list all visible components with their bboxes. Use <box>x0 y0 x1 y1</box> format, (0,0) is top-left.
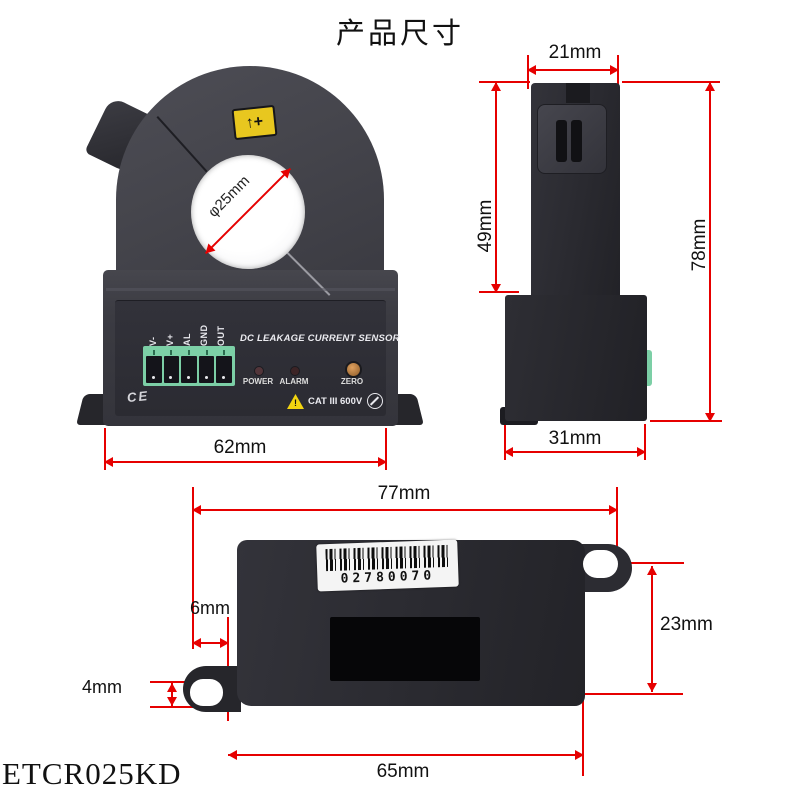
pin-label-gnd: GND <box>199 324 209 347</box>
dim-23mm-arrow <box>647 566 657 692</box>
zero-button <box>345 361 362 378</box>
dim-49mm-label: 49mm <box>475 199 496 253</box>
dim-23mm-label: 23mm <box>660 614 713 635</box>
dim-21mm-label: 21mm <box>548 42 602 63</box>
terminal-socket <box>198 350 215 383</box>
side-body-lower <box>505 295 647 421</box>
terminal-socket <box>163 350 180 383</box>
dim-4mm-arrow <box>167 683 177 706</box>
panel-title: DC LEAKAGE CURRENT SENSOR <box>240 333 400 344</box>
side-terminal-connector <box>643 350 652 386</box>
zero-label: ZERO <box>340 377 364 386</box>
mounting-hole-left <box>190 679 223 706</box>
terminal-socket <box>216 350 232 383</box>
power-label: POWER <box>242 377 274 386</box>
mounting-hole-right <box>583 550 618 578</box>
clip-slot <box>571 120 582 162</box>
terminal-block <box>143 346 235 386</box>
dim-78mm-label: 78mm <box>689 218 710 272</box>
bottom-window <box>330 617 480 681</box>
dim-31mm-label: 31mm <box>548 428 602 449</box>
dim-23mm-ref-top <box>604 562 684 564</box>
dim-78mm-tick-bottom <box>650 420 722 422</box>
dim-77mm-ext-right <box>616 487 618 565</box>
dim-49mm-arrow <box>491 82 501 293</box>
dim-65mm-label: 65mm <box>376 761 430 782</box>
dim-77mm-label: 77mm <box>377 483 431 504</box>
dim-4mm-ref-bottom <box>150 706 208 708</box>
dim-6mm-label: 6mm <box>190 598 230 618</box>
side-top-notch <box>566 83 590 103</box>
pin-label-vminus: V- <box>148 336 158 346</box>
dim-4mm-label: 4mm <box>82 677 122 697</box>
terminal-socket <box>146 350 162 383</box>
barcode-label: 02780070 <box>316 539 459 592</box>
clip-slot <box>556 120 567 162</box>
dim-62mm-arrow <box>104 457 387 467</box>
model-number: ETCR025KD <box>2 756 182 791</box>
pin-label-al: AL <box>182 333 192 346</box>
page-title: 产品尺寸 <box>335 18 464 50</box>
terminal-socket <box>181 350 197 383</box>
dim-78mm-tick-top <box>622 81 720 83</box>
dim-31mm-ext-left <box>504 424 506 460</box>
power-led <box>254 366 264 376</box>
ce-mark: CE <box>126 387 150 406</box>
rating-label: CAT III 600V <box>308 396 363 407</box>
dim-62mm-ext-right <box>385 428 387 470</box>
dim-65mm-arrow <box>228 750 584 760</box>
dim-4mm-ref-top <box>150 681 208 683</box>
dim-78mm-arrow <box>705 82 715 422</box>
dim-21mm-arrow <box>527 65 619 75</box>
body-highlight <box>106 288 395 291</box>
dim-62mm-label: 62mm <box>213 437 267 458</box>
dim-62mm-ext-left <box>104 428 106 470</box>
dim-49mm-tick-top <box>479 81 530 83</box>
dim-77mm-ext-left <box>192 487 194 649</box>
dim-31mm-arrow <box>504 447 646 457</box>
alarm-led <box>290 366 300 376</box>
dim-6mm-arrow <box>192 638 229 648</box>
dim-77mm-arrow <box>192 505 618 515</box>
insulation-symbol-icon <box>367 393 383 409</box>
pin-label-vplus: V+ <box>165 333 175 346</box>
pin-label-out: OUT <box>216 325 226 347</box>
polarity-label: ↑+ <box>231 104 278 141</box>
barcode-icon <box>325 544 450 572</box>
alarm-label: ALARM <box>279 377 309 386</box>
dim-31mm-ext-right <box>644 424 646 460</box>
